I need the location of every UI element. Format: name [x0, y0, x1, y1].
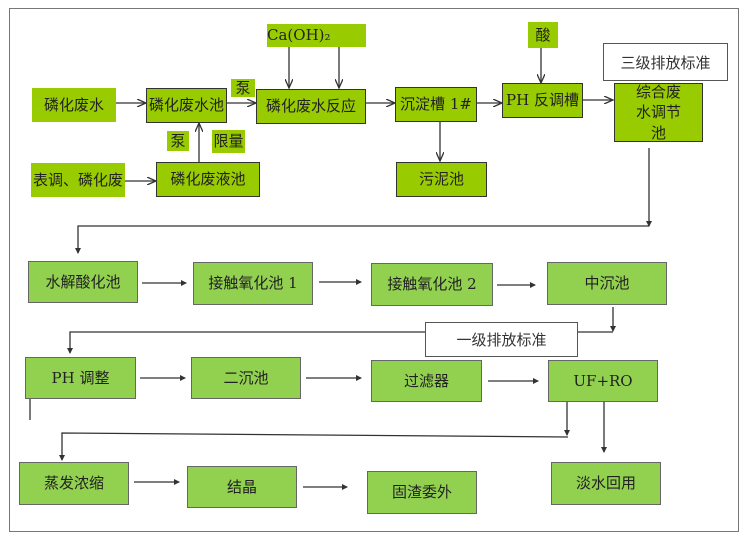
- level3-standard-callout: 三级排放标准: [603, 43, 728, 81]
- mid-sedimentation-box: 中沉池: [547, 262, 667, 305]
- phosphating-wastewater-box: 磷化废水: [32, 88, 116, 122]
- arrow: [59, 432, 569, 461]
- ph-adjust-tank-box: PH 反调槽: [502, 83, 583, 118]
- phosphating-wastewater-tank-box: 磷化废水池: [146, 88, 227, 123]
- solid-waste-box: 固渣委外: [367, 471, 477, 514]
- caoh2-box: Ca(OH)₂: [267, 24, 366, 47]
- secondary-sedimentation-box: 二沉池: [191, 357, 301, 399]
- surface-conditioning-box: 表调、磷化废: [31, 163, 125, 197]
- crystallization-box: 结晶: [187, 466, 297, 508]
- pump-label: 泵: [231, 79, 255, 97]
- level1-standard-callout: 一级排放标准: [425, 322, 578, 357]
- contact-oxidation-1-box: 接触氧化池 1: [193, 262, 313, 305]
- acid-box: 酸: [528, 22, 558, 48]
- uf-ro-box: UF+RO: [548, 360, 658, 402]
- sedimentation-tank-1-box: 沉淀槽 1#: [395, 87, 477, 122]
- sludge-tank-box: 污泥池: [396, 162, 487, 197]
- limited-label: 限量: [212, 130, 245, 153]
- filter-box: 过滤器: [371, 360, 482, 402]
- arrow: [75, 225, 649, 254]
- fresh-water-reuse-box: 淡水回用: [551, 462, 661, 505]
- pump-label: 泵: [167, 131, 189, 151]
- ph-adjustment-box: PH 调整: [25, 357, 136, 399]
- contact-oxidation-2-box: 接触氧化池 2: [371, 263, 493, 306]
- diagram-frame: [9, 8, 739, 532]
- waste-liquid-tank-box: 磷化废液池: [156, 162, 260, 197]
- comprehensive-tank-box: 综合废水调节池: [614, 83, 703, 142]
- phosphating-reaction-box: 磷化废水反应: [256, 89, 366, 124]
- hydrolysis-box: 水解酸化池: [28, 261, 138, 303]
- evaporation-box: 蒸发浓缩: [19, 462, 129, 505]
